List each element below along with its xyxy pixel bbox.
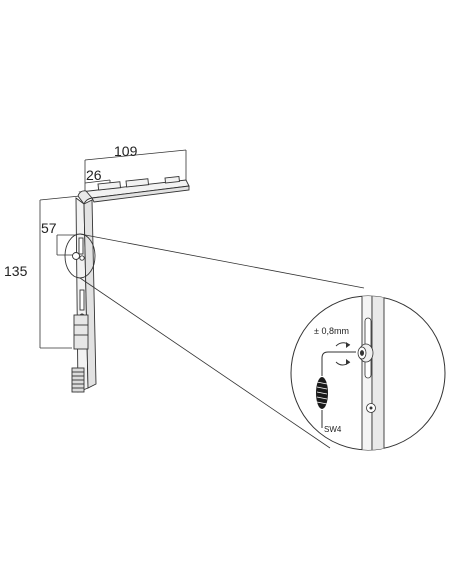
dim-26-label: 26 xyxy=(86,167,102,183)
hinge-part xyxy=(71,176,190,393)
dim-109-label: 109 xyxy=(114,143,138,159)
tool-size-label: SW4 xyxy=(324,425,342,434)
tolerance-label: ± 0,8mm xyxy=(314,326,349,336)
allen-key-grip xyxy=(316,377,328,409)
detail-content xyxy=(316,296,385,450)
dim-57-label: 57 xyxy=(41,220,57,236)
magnifier-lines xyxy=(79,233,365,449)
dimension-lines xyxy=(39,149,187,349)
dim-135-label: 135 xyxy=(4,263,28,279)
